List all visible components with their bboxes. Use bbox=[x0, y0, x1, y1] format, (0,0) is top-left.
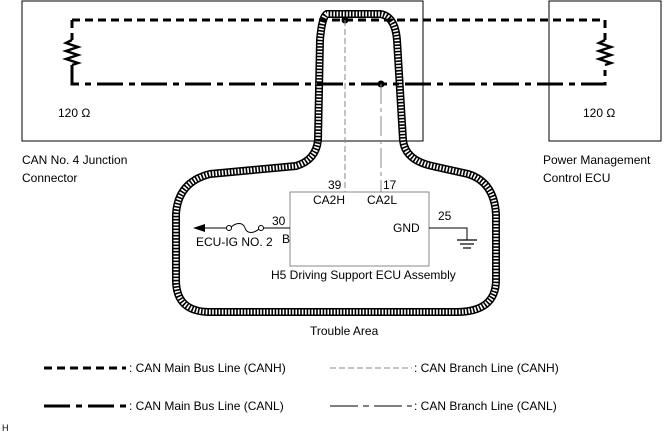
power-ecu-label-1: Power Management bbox=[543, 153, 651, 167]
pin-gnd-number: 25 bbox=[438, 209, 452, 223]
power-mgmt-ecu-box bbox=[548, 0, 662, 142]
driving-support-ecu-box bbox=[289, 191, 430, 267]
junction-resistance-label: 120 Ω bbox=[58, 106, 90, 120]
corner-mark: H bbox=[2, 423, 9, 432]
fuse-symbol bbox=[229, 223, 261, 233]
fuse-label: ECU-IG NO. 2 bbox=[196, 235, 273, 249]
pin-ca2l-name: CA2L bbox=[367, 193, 397, 207]
ground-icon bbox=[457, 239, 477, 249]
legend-main-canl-label: : CAN Main Bus Line (CANL) bbox=[129, 399, 284, 413]
trouble-area-label: Trouble Area bbox=[310, 324, 379, 338]
pin-b-name: B bbox=[282, 232, 290, 246]
pin-gnd-name: GND bbox=[393, 221, 420, 235]
power-ecu-label-2: Control ECU bbox=[543, 171, 610, 185]
resistor-power-ecu bbox=[595, 38, 615, 67]
pin-ca2h-name: CA2H bbox=[313, 193, 345, 207]
can-main-bus-canl bbox=[70, 65, 607, 86]
arrow-left-icon bbox=[193, 224, 205, 232]
resistor-junction bbox=[62, 38, 82, 67]
driving-support-ecu-label: H5 Driving Support ECU Assembly bbox=[271, 268, 456, 282]
gnd-wire bbox=[429, 227, 468, 240]
pin-ca2l-number: 17 bbox=[383, 178, 397, 192]
can-main-bus-canh bbox=[70, 18, 607, 40]
junction-connector-label-2: Connector bbox=[22, 171, 77, 185]
junction-connector-box bbox=[21, 0, 424, 142]
pin-ca2h-number: 39 bbox=[328, 178, 342, 192]
power-ecu-resistance-label: 120 Ω bbox=[583, 106, 615, 120]
legend-branch-canh-label: : CAN Branch Line (CANH) bbox=[414, 361, 559, 375]
pin-b-number: 30 bbox=[272, 214, 286, 228]
junction-connector-label-1: CAN No. 4 Junction bbox=[22, 153, 127, 167]
legend-main-canh-label: : CAN Main Bus Line (CANH) bbox=[129, 361, 286, 375]
trouble-area-outline bbox=[172, 10, 500, 316]
legend: : CAN Main Bus Line (CANH) : CAN Branch … bbox=[44, 361, 559, 413]
legend-branch-canl-label: : CAN Branch Line (CANL) bbox=[414, 399, 557, 413]
